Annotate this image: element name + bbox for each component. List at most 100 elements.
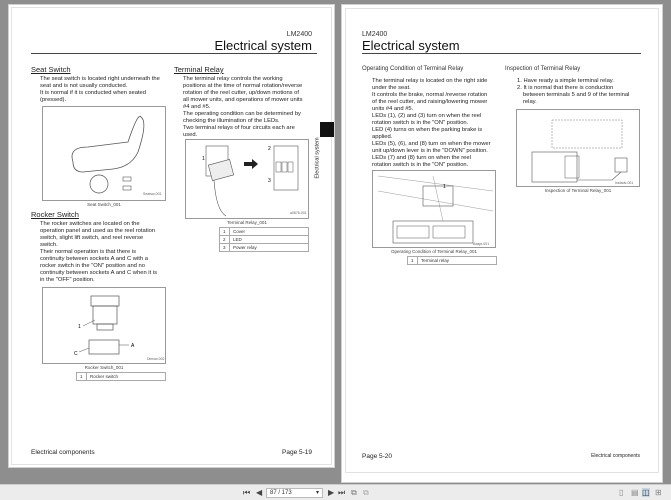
prev-page-icon[interactable]: ◀ [256, 488, 263, 497]
page-title: Electrical system [214, 38, 312, 53]
inspection-caption: Inspection of Terminal Relay_001 [544, 188, 612, 193]
text-line: LED (4) turns on when the parking brake … [372, 127, 483, 133]
terminal-relay-heading: Terminal Relay [174, 65, 224, 74]
figure-id: Adapt-001 [473, 242, 489, 246]
page-frame [345, 8, 659, 473]
callout-1: 1 [202, 156, 205, 162]
table-cell: Power relay [229, 243, 309, 252]
continuous-icon[interactable]: ▤ [631, 488, 639, 497]
text-line: The rocker switches are located on the [40, 221, 140, 227]
list-item: 2. It is normal that there is conduction [517, 85, 614, 91]
table-cell: 1 [407, 256, 418, 265]
text-line: switch. [40, 242, 58, 248]
rotate-left-icon[interactable]: ⧉ [351, 488, 357, 497]
callout-2: 2 [268, 146, 271, 152]
callout-c: C [74, 351, 78, 357]
text-line: rocker switch in the "ON" position and n… [40, 263, 145, 269]
table-cell: 1 [76, 372, 87, 381]
model-label: LM2400 [362, 31, 388, 38]
text-line: of the reel cutter, and raising/lowering… [372, 99, 488, 105]
figure-id: a0876-001 [290, 211, 307, 215]
figure-id: Seatsw-001 [143, 192, 162, 196]
inspection-figure: Insfadv-001 [516, 109, 640, 187]
text-line: The terminal relay is located on the rig… [372, 78, 488, 84]
section-tab-marker [320, 122, 334, 137]
text-line: continuity between sockets A and C when … [40, 270, 157, 276]
text-line: Their normal operation is that there is [40, 249, 137, 255]
rotate-right-icon[interactable]: ⧉ [363, 488, 369, 497]
text-line: units #4 and #5. [372, 106, 414, 112]
figure-id: Dimsw-002 [147, 357, 165, 361]
title-rule [362, 53, 641, 54]
text-line: rotation switch is in the "ON" position. [372, 120, 469, 126]
section-tab-label: Electrical system [314, 137, 321, 179]
operating-caption: Operating Condition of Terminal Relay_00… [391, 249, 477, 254]
right-page: LM2400 Electrical system Operating Condi… [341, 4, 663, 483]
callout-3: 3 [268, 178, 271, 184]
two-page-icon[interactable]: ◫ [642, 488, 650, 497]
seat-switch-figure: Seatsw-001 [42, 106, 166, 201]
title-rule [31, 53, 317, 54]
text-line: rotation of the reel cutter, up/down mot… [183, 90, 300, 96]
text-line: The operating condition can be determine… [183, 111, 301, 117]
page-frame [11, 7, 332, 465]
single-page-icon[interactable]: ▯ [619, 488, 624, 497]
text-line: LEDs (5), (6), and (8) turn on when the … [372, 141, 491, 147]
text-line: It is normal if it is conducted when sea… [40, 90, 147, 96]
seat-switch-caption: Seat Switch_001 [87, 202, 121, 207]
dropdown-icon[interactable]: ▾ [315, 490, 319, 496]
terminal-relay-figure: 1 2 3 a0876-001 [185, 139, 309, 219]
page-title: Electrical system [362, 38, 460, 53]
text-line: all mower units, and operations of mower… [183, 97, 303, 103]
footer-page-number: Page 5-20 [362, 453, 392, 460]
text-line: continuity between sockets A and C with … [40, 256, 148, 262]
rocker-switch-caption: Rocker Switch_001 [84, 365, 124, 370]
text-line: rotation switch is in the "ON" position. [372, 162, 469, 168]
table-cell: 3 [219, 243, 230, 252]
terminal-relay-caption: Terminal Relay_001 [227, 220, 267, 225]
next-page-icon[interactable]: ▶ [328, 488, 335, 497]
text-line: LEDs (7) and (8) turn on when the reel [372, 155, 471, 161]
seat-illustration: Seatsw-001 [71, 115, 162, 196]
text-line: It controls the brake, normal /reverse r… [372, 92, 488, 98]
page-number-input[interactable]: 87 / 173▾ [266, 488, 323, 498]
rocker-switch-heading: Rocker Switch [31, 210, 79, 219]
footer-section: Electrical components [591, 453, 640, 459]
callout-1: 1 [78, 324, 81, 330]
table-cell: LED [229, 235, 309, 244]
footer-page-number: Page 5-19 [282, 449, 312, 456]
left-page: LM2400 Electrical system Seat Switch The… [8, 4, 335, 468]
text-line: unit up/down lever is in the "DOWN" posi… [372, 148, 488, 154]
list-item: relay. [523, 99, 537, 105]
callout-1: 1 [443, 184, 446, 190]
seat-switch-heading: Seat Switch [31, 65, 71, 74]
list-item: between terminals 5 and 9 of the termina… [523, 92, 630, 98]
relay-wiring-illustration: Insfadv-001 [531, 119, 633, 185]
table-cell: Cover [229, 227, 309, 236]
text-line: checking the illumination of the LEDs. [183, 118, 280, 124]
table-cell: Rocker switch [86, 372, 166, 381]
text-line: LEDs (1), (2) and (3) turn on when the r… [372, 113, 482, 119]
text-line: in the "OFF" position. [40, 277, 95, 283]
text-line: operation panel and used as the reel rot… [40, 228, 156, 234]
last-page-icon[interactable]: ⏭ [338, 488, 346, 497]
text-line: switch, slight lift switch, and reel rev… [40, 235, 144, 241]
table-cell: 2 [219, 235, 230, 244]
text-line: used. [183, 132, 198, 138]
seat-switch-text: The seat switch is located right underne… [40, 76, 180, 104]
two-page-continuous-icon[interactable]: ⊞ [655, 488, 662, 497]
inspection-heading: Inspection of Terminal Relay [505, 66, 581, 72]
first-page-icon[interactable]: ⏮ [243, 488, 251, 497]
inspection-steps: 1. Have ready a simple terminal relay.2.… [517, 78, 647, 106]
